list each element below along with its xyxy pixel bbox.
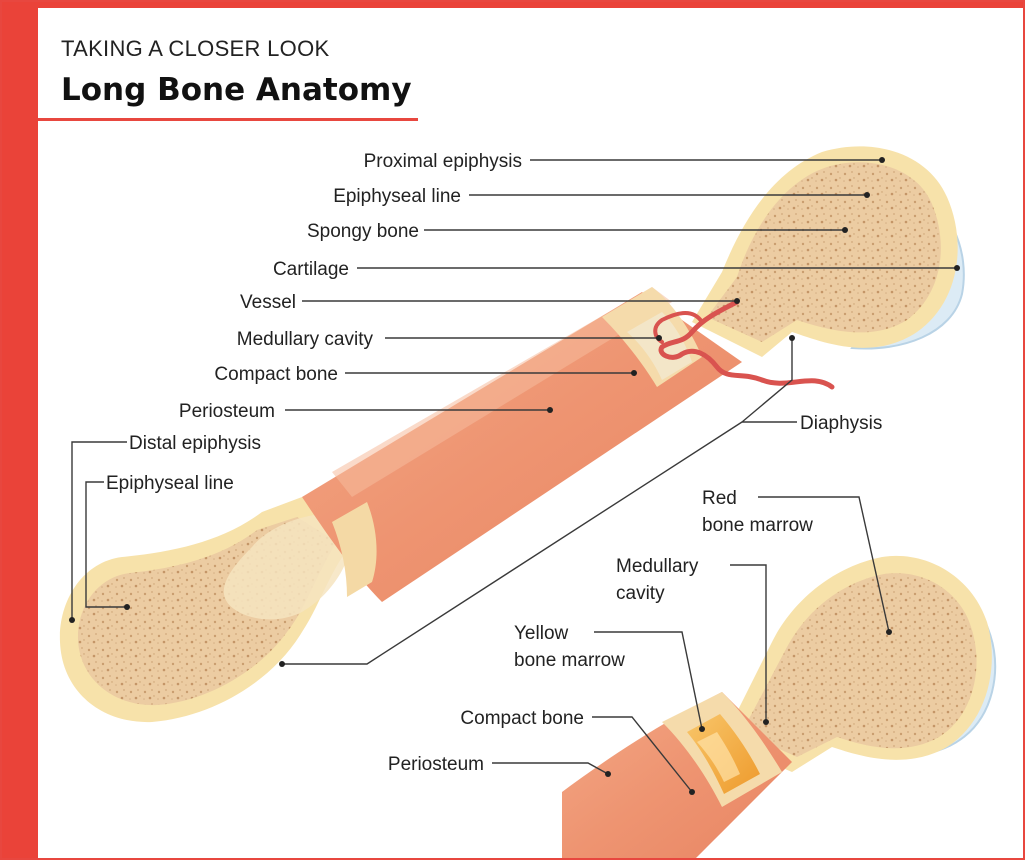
label-epiphyseal-line-left: Epiphyseal line: [106, 473, 234, 494]
label-spongy-bone: Spongy bone: [307, 221, 419, 242]
label-medullary-cavity-inset-line2: cavity: [616, 583, 665, 604]
label-vessel: Vessel: [240, 292, 296, 313]
label-compact-bone-top: Compact bone: [214, 364, 338, 385]
label-compact-bone-inset: Compact bone: [460, 708, 584, 729]
label-proximal-epiphysis: Proximal epiphysis: [364, 151, 522, 172]
label-medullary-cavity-inset-line1: Medullary: [616, 556, 699, 577]
label-medullary-cavity-top: Medullary cavity: [237, 329, 374, 350]
label-periosteum-top: Periosteum: [179, 401, 275, 422]
label-diaphysis: Diaphysis: [800, 413, 882, 434]
label-distal-epiphysis: Distal epiphysis: [129, 433, 261, 454]
label-red-marrow-line2: bone marrow: [702, 515, 813, 536]
label-cartilage: Cartilage: [273, 259, 349, 280]
label-epiphyseal-line-top: Epiphyseal line: [333, 186, 461, 207]
label-periosteum-inset: Periosteum: [388, 754, 484, 775]
label-yellow-marrow-line1: Yellow: [514, 623, 569, 644]
label-red-marrow-line1: Red: [702, 488, 737, 509]
label-yellow-marrow-line2: bone marrow: [514, 650, 625, 671]
